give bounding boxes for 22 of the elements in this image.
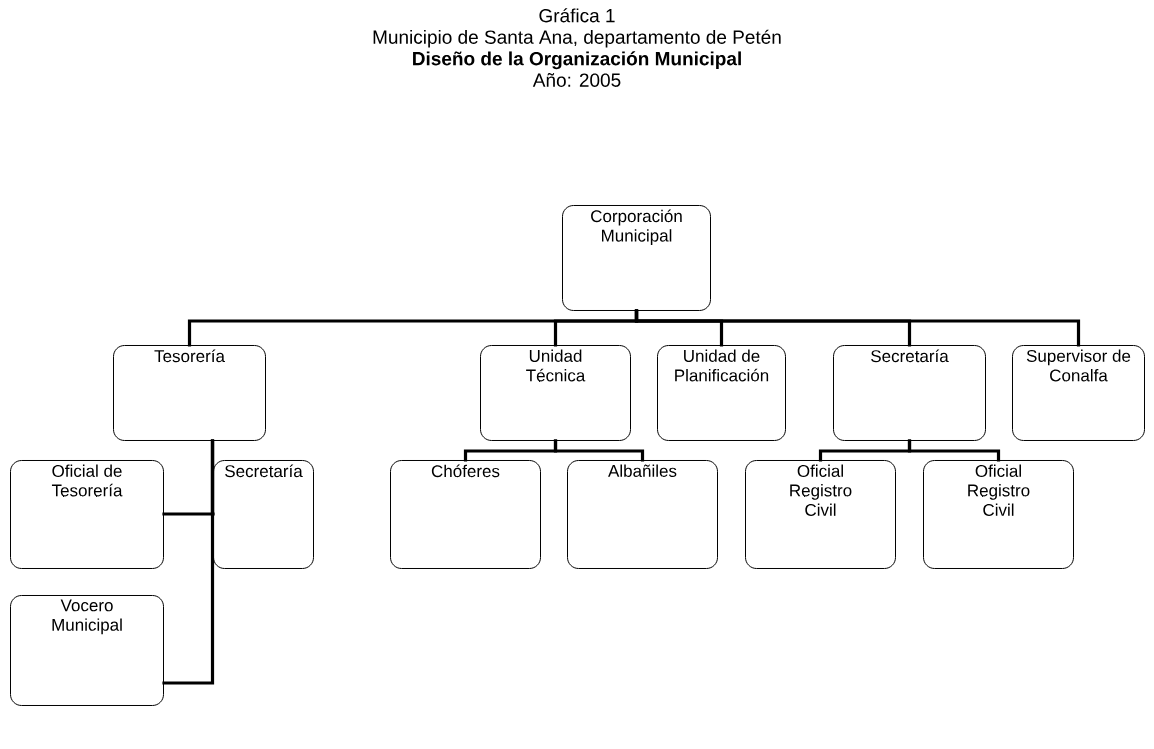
org-box: Albañiles <box>567 460 718 569</box>
connector-line <box>553 439 645 462</box>
heading: Gráfica 1 Municipio de Santa Ana, departamento de Petén Diseño de la Organización Municipal Año: 2005 <box>373 8 781 87</box>
org-box: Oficial Registro Civil <box>923 460 1074 569</box>
org-box: Chóferes <box>390 460 541 569</box>
org-box: Tesorería <box>113 345 266 441</box>
org-box: Secretaría <box>213 460 314 569</box>
connector-line <box>907 439 1001 462</box>
org-box: Unidad Técnica <box>480 345 631 441</box>
org-box: Vocero Municipal <box>10 595 164 706</box>
diagram-title: Diseño de la Organización Municipal <box>413 51 741 70</box>
label: Gráfica 1 <box>539 8 615 23</box>
label: Municipio de Santa Ana, departamento de Petén <box>373 29 781 48</box>
org-box: Oficial de Tesorería <box>10 460 164 569</box>
org-box: Oficial Registro Civil <box>745 460 896 569</box>
label: Año: 2005 <box>532 73 621 87</box>
org-box: Supervisor de Conalfa <box>1012 345 1145 441</box>
org-box: Unidad de Planificación <box>657 345 786 441</box>
connector-line <box>162 439 215 685</box>
org-box: Corporación Municipal <box>562 205 711 311</box>
org-box: Secretaría <box>833 345 986 441</box>
connector-line <box>634 309 1081 347</box>
